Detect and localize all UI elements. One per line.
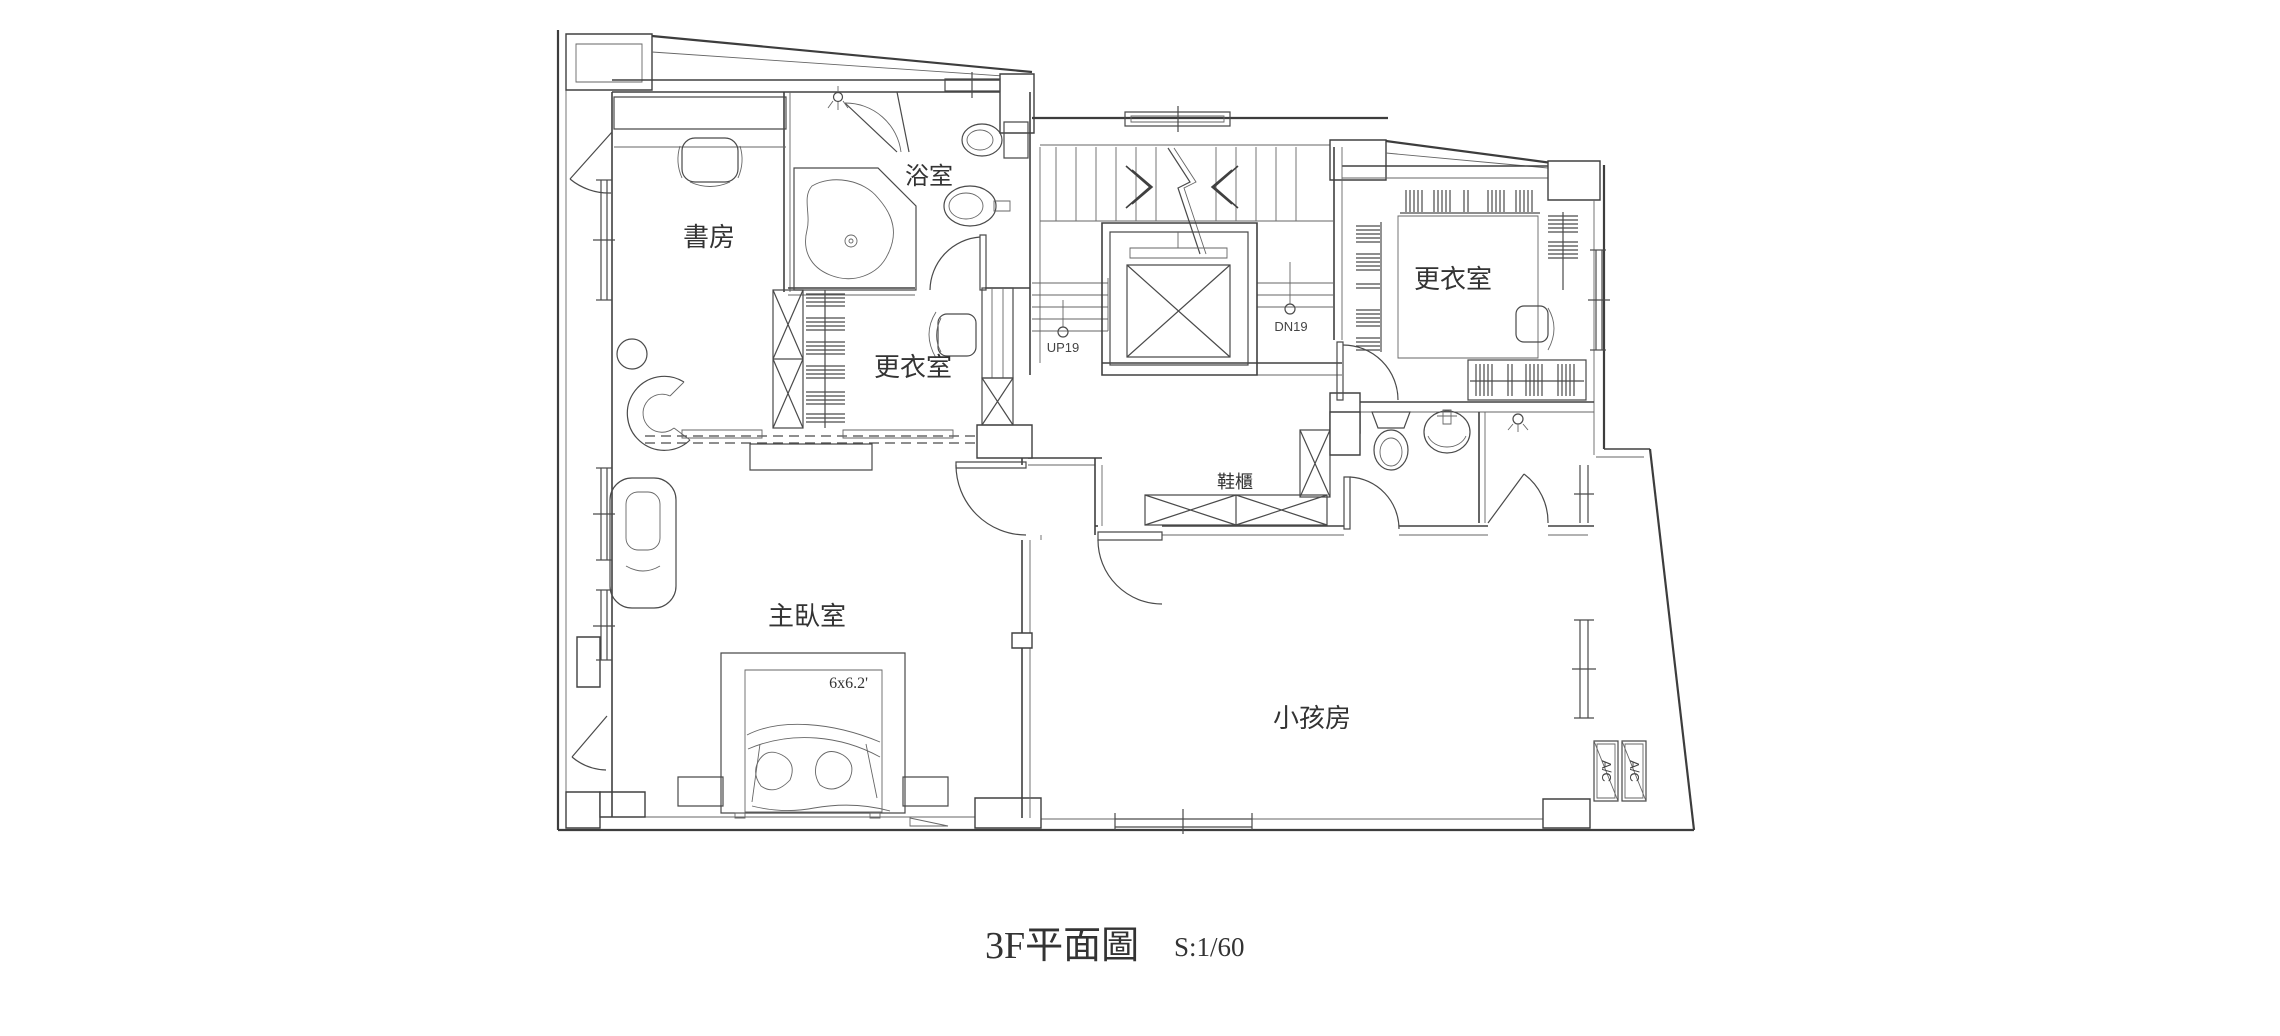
stair-down-marker: DN19 <box>1274 262 1308 334</box>
door-bathroom <box>930 235 986 290</box>
cabinet-x-right <box>982 378 1013 425</box>
master-furniture: 6x6.2' <box>610 444 948 826</box>
cabinet-bottom <box>1468 360 1586 400</box>
nightstand-right <box>903 777 948 806</box>
shower-head-icon <box>828 86 848 110</box>
bed: 6x6.2' <box>721 653 905 818</box>
room-closet-right-label: 更衣室 <box>1414 265 1492 294</box>
shower-head-small <box>1508 412 1528 432</box>
hanging-rod-left <box>806 290 845 428</box>
door-bath2 <box>1344 477 1399 529</box>
shoe-cabinet-label: 鞋櫃 <box>1217 472 1253 492</box>
window-left-master-2 <box>593 590 615 660</box>
window-closet-right <box>1588 250 1610 350</box>
rod-top <box>1400 190 1540 213</box>
study-furniture <box>614 97 786 450</box>
ac-label-1: A/C <box>1599 760 1614 782</box>
desk <box>614 97 786 147</box>
side-table <box>617 339 647 369</box>
cabinet-x-vertical <box>1300 430 1330 497</box>
shelf-left <box>682 430 762 438</box>
closet-right-chair <box>1516 306 1554 350</box>
door-shower-room <box>1488 474 1548 523</box>
closet-chair <box>929 312 976 358</box>
elevator <box>1102 223 1257 375</box>
door-shower <box>845 92 909 152</box>
shoe-cabinet <box>1145 495 1327 525</box>
small-bath-fixtures <box>1330 410 1528 470</box>
drawing-title: 3F平面圖 <box>985 925 1139 967</box>
cabinet-pier-right <box>982 288 1013 378</box>
curved-settee <box>627 376 690 450</box>
door-study-entry <box>570 132 612 193</box>
bath-counter <box>1330 412 1360 455</box>
floor-wedge <box>910 818 948 826</box>
door-master <box>956 462 1026 535</box>
window-stair-top <box>1125 106 1230 132</box>
nightstand-left <box>678 777 723 806</box>
windows <box>572 72 1610 834</box>
door-closet-right <box>1337 342 1398 400</box>
shelf-right <box>843 430 953 438</box>
room-closet-center-label: 更衣室 <box>874 353 952 382</box>
staircase: UP19 DN19 <box>1032 147 1334 355</box>
room-kids-label: 小孩房 <box>1273 704 1351 733</box>
room-study-label: 書房 <box>683 223 735 252</box>
window-kids-right <box>1572 620 1596 718</box>
sink-top <box>944 186 1010 226</box>
drawing-scale: S:1/60 <box>1174 932 1245 962</box>
sink-small-bath <box>1424 410 1470 453</box>
cabinet-x-left <box>773 290 803 428</box>
chaise <box>610 478 676 608</box>
bed-size-label: 6x6.2' <box>829 675 868 692</box>
window-left-master-1 <box>593 468 615 560</box>
closet-center <box>645 288 1013 443</box>
toilet-top <box>962 122 1028 158</box>
ac-label-2: A/C <box>1627 760 1642 782</box>
bathroom-fixtures <box>794 86 1028 290</box>
room-bathroom-label: 浴室 <box>905 163 953 190</box>
ac-unit-2: A/C <box>1622 741 1646 801</box>
title-block: 3F平面圖 S:1/60 <box>985 925 1245 967</box>
tv-cabinet <box>750 444 872 470</box>
doors <box>570 92 1548 604</box>
closet-inner-outline <box>1398 216 1538 358</box>
window-left-study <box>593 180 615 300</box>
elevator-shaft-cross <box>1127 265 1230 357</box>
window-study-top <box>945 72 1000 98</box>
stair-up-marker: UP19 <box>1047 300 1080 355</box>
window-kids-bottom <box>1115 809 1252 834</box>
casement-window <box>572 716 607 770</box>
ac-units: A/C A/C <box>1594 741 1646 801</box>
soffit-dashed-line <box>645 436 977 443</box>
rod-right <box>1548 212 1578 290</box>
toilet-small-bath <box>1372 412 1410 470</box>
room-master-label: 主臥室 <box>768 602 846 631</box>
bathtub <box>794 168 916 290</box>
stair-down-label: DN19 <box>1274 319 1307 334</box>
stair-up-label: UP19 <box>1047 340 1080 355</box>
ac-unit-1: A/C <box>1594 741 1618 801</box>
room-labels: 書房 浴室 更衣室 更衣室 主臥室 小孩房 鞋櫃 <box>683 163 1492 733</box>
rod-left <box>1356 222 1381 352</box>
door-kids <box>1098 532 1162 604</box>
office-chair <box>678 138 742 187</box>
closet-right-cabinets <box>1356 190 1586 400</box>
window-bath-right <box>1574 465 1594 523</box>
hallway-cabinets <box>1145 430 1330 525</box>
